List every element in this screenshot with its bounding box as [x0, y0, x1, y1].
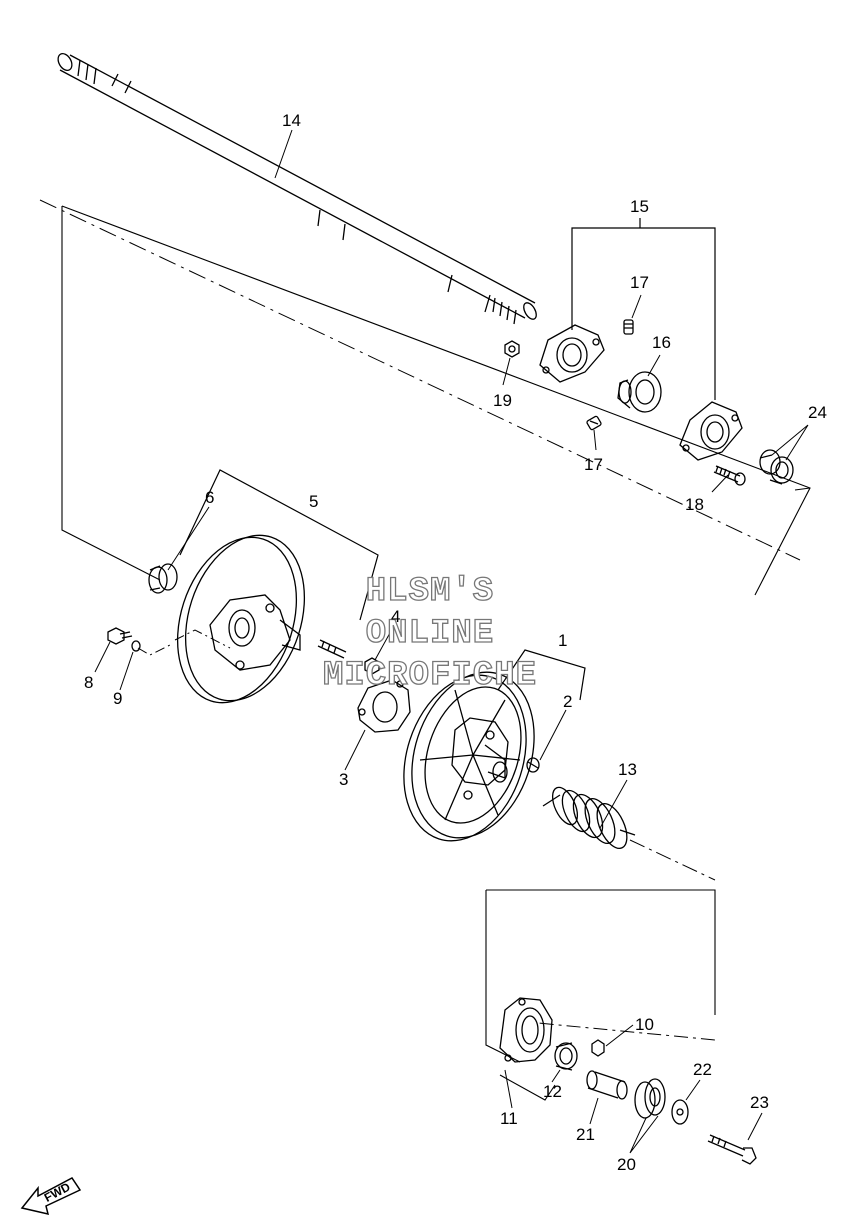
spacer-24-part[interactable] — [759, 449, 794, 485]
callout-11: 11 — [500, 1109, 518, 1128]
callout-22: 22 — [693, 1060, 712, 1079]
callout-8: 8 — [84, 673, 93, 692]
seal-6-part[interactable] — [148, 563, 178, 594]
bushing-12-part[interactable] — [554, 1042, 578, 1071]
nut-10-part[interactable] — [591, 1039, 605, 1057]
spring-13-part[interactable] — [542, 784, 636, 853]
nut-19-part[interactable] — [504, 340, 520, 358]
nut-4-part[interactable] — [364, 657, 380, 675]
callout-19: 19 — [493, 391, 512, 410]
shaft-part[interactable] — [55, 51, 539, 325]
movable-sheave-1-part[interactable] — [384, 656, 555, 857]
callout-24: 24 — [808, 403, 827, 422]
bolt-18-part[interactable] — [713, 465, 746, 486]
set-screw-upper-part[interactable] — [623, 319, 634, 335]
set-screw-lower-part[interactable] — [586, 415, 602, 431]
screw-2-part[interactable] — [526, 757, 540, 773]
collar-21-part[interactable] — [586, 1070, 628, 1100]
callout-16: 16 — [652, 333, 671, 352]
callout-13: 13 — [618, 760, 637, 779]
center-axis-line — [39, 199, 801, 561]
callout-15: 15 — [630, 197, 649, 216]
watermark-line-3: MICROFICHE — [323, 657, 537, 695]
callout-3: 3 — [339, 770, 348, 789]
watermark-line-2: ONLINE — [366, 615, 494, 653]
spacer-20-part[interactable] — [634, 1078, 666, 1119]
bearing-flange-upper-part[interactable] — [539, 324, 605, 383]
leader-lines — [94, 129, 809, 1154]
stud-bolt-4-part[interactable] — [317, 639, 347, 659]
callout-10: 10 — [635, 1015, 654, 1034]
watermark-line-1: HLSM'S — [366, 573, 494, 611]
callout-17-upper: 17 — [630, 273, 649, 292]
fixed-sheave-5-part[interactable] — [157, 520, 324, 718]
callout-9: 9 — [113, 689, 122, 708]
fwd-arrow-icon — [20, 1177, 82, 1216]
bolt-23-part[interactable] — [707, 1134, 757, 1165]
callout-5: 5 — [309, 492, 318, 511]
bracket-11-part[interactable] — [499, 997, 553, 1063]
callout-1: 1 — [558, 631, 567, 650]
callout-23: 23 — [750, 1093, 769, 1112]
callout-21: 21 — [576, 1125, 595, 1144]
callout-6: 6 — [205, 488, 214, 507]
callout-20: 20 — [617, 1155, 636, 1174]
callout-18: 18 — [685, 495, 704, 514]
plate-3-part[interactable] — [357, 679, 411, 733]
callout-4: 4 — [391, 607, 400, 626]
callout-12: 12 — [543, 1082, 562, 1101]
washer-22-part[interactable] — [671, 1099, 689, 1125]
bearing-flange-lower-part[interactable] — [679, 401, 743, 461]
callout-2: 2 — [563, 692, 572, 711]
bearing-part[interactable] — [617, 371, 662, 413]
bolt-8-part[interactable] — [107, 627, 133, 645]
callout-14: 14 — [282, 111, 301, 130]
callout-17-lower: 17 — [584, 455, 603, 474]
washer-9-part[interactable] — [131, 640, 141, 652]
